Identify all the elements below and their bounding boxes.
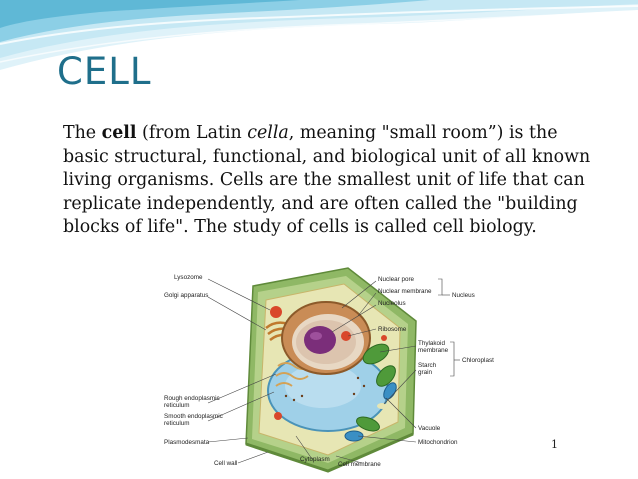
label-mitochondrion: Mitochondrion — [418, 439, 458, 446]
label-golgi-apparatus: Golgi apparatus — [164, 292, 208, 299]
term-cell: cell — [102, 123, 137, 143]
label-nuclear-pore: Nuclear pore — [378, 276, 415, 283]
body-text-part1: The — [63, 123, 102, 143]
label-cell-wall: Cell wall — [214, 460, 237, 467]
label-ribosome: Ribosome — [378, 326, 407, 333]
label-rough-er-line1: Rough endoplasmic — [164, 395, 220, 402]
label-nucleus: Nucleus — [452, 292, 475, 299]
slide-title: CELL — [57, 50, 151, 93]
label-starch-line1: Starch — [418, 362, 437, 369]
page-number: 1 — [551, 438, 558, 451]
body-text-part2: (from Latin — [137, 123, 248, 143]
label-nucleolus: Nucleolus — [378, 300, 406, 307]
body-paragraph: The cell (from Latin cella, meaning "sma… — [63, 122, 608, 240]
term-latin: cella — [247, 123, 289, 143]
label-vacuole: Vacuole — [418, 425, 441, 432]
label-thylakoid-line2: membrane — [418, 347, 449, 354]
plant-cell-diagram: Lysozome Golgi apparatus Rough endoplasm… — [158, 266, 498, 479]
label-thylakoid-line1: Thylakoid — [418, 340, 445, 347]
label-cytoplasm: Cytoplasm — [300, 456, 330, 463]
nucleolus — [304, 326, 336, 354]
label-plasmodesmata: Plasmodesmata — [164, 439, 210, 446]
nucleus — [282, 302, 370, 374]
label-rough-er-line2: reticulum — [164, 402, 190, 409]
label-smooth-er-line1: Smooth endoplasmic — [164, 413, 223, 420]
label-starch-line2: grain — [418, 369, 432, 376]
label-lysozome: Lysozome — [174, 274, 203, 281]
label-nuclear-membrane: Nuclear membrane — [378, 288, 432, 295]
label-chloroplast: Chloroplast — [462, 357, 494, 364]
lysosome — [270, 306, 282, 318]
label-cell-membrane: Cell membrane — [338, 461, 381, 468]
label-smooth-er-line2: reticulum — [164, 420, 190, 427]
